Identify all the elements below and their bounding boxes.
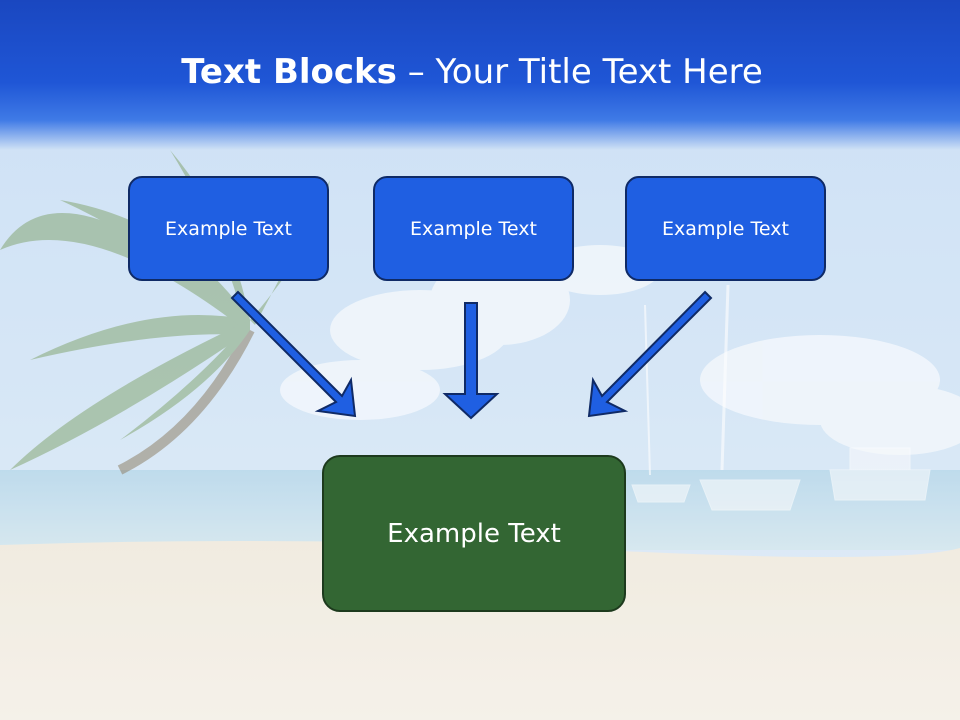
text-block-top-center[interactable]: Example Text xyxy=(373,176,574,281)
title-rest: Your Title Text Here xyxy=(435,52,763,92)
text-block-top-left[interactable]: Example Text xyxy=(128,176,329,281)
title-bar xyxy=(0,0,960,150)
text-block-top-right-label: Example Text xyxy=(662,217,789,240)
arrow-right-diagonal xyxy=(587,290,713,418)
slide-title: Text Blocks – Your Title Text Here xyxy=(0,52,944,92)
text-block-bottom-label: Example Text xyxy=(387,518,561,549)
text-block-top-center-label: Example Text xyxy=(410,217,537,240)
text-block-top-right[interactable]: Example Text xyxy=(625,176,826,281)
title-separator: – xyxy=(396,52,436,92)
text-block-top-left-label: Example Text xyxy=(165,217,292,240)
title-bold-part: Text Blocks xyxy=(181,52,397,92)
arrow-left-diagonal xyxy=(230,290,357,418)
text-block-bottom[interactable]: Example Text xyxy=(322,455,626,612)
arrow-center-down xyxy=(442,302,500,420)
